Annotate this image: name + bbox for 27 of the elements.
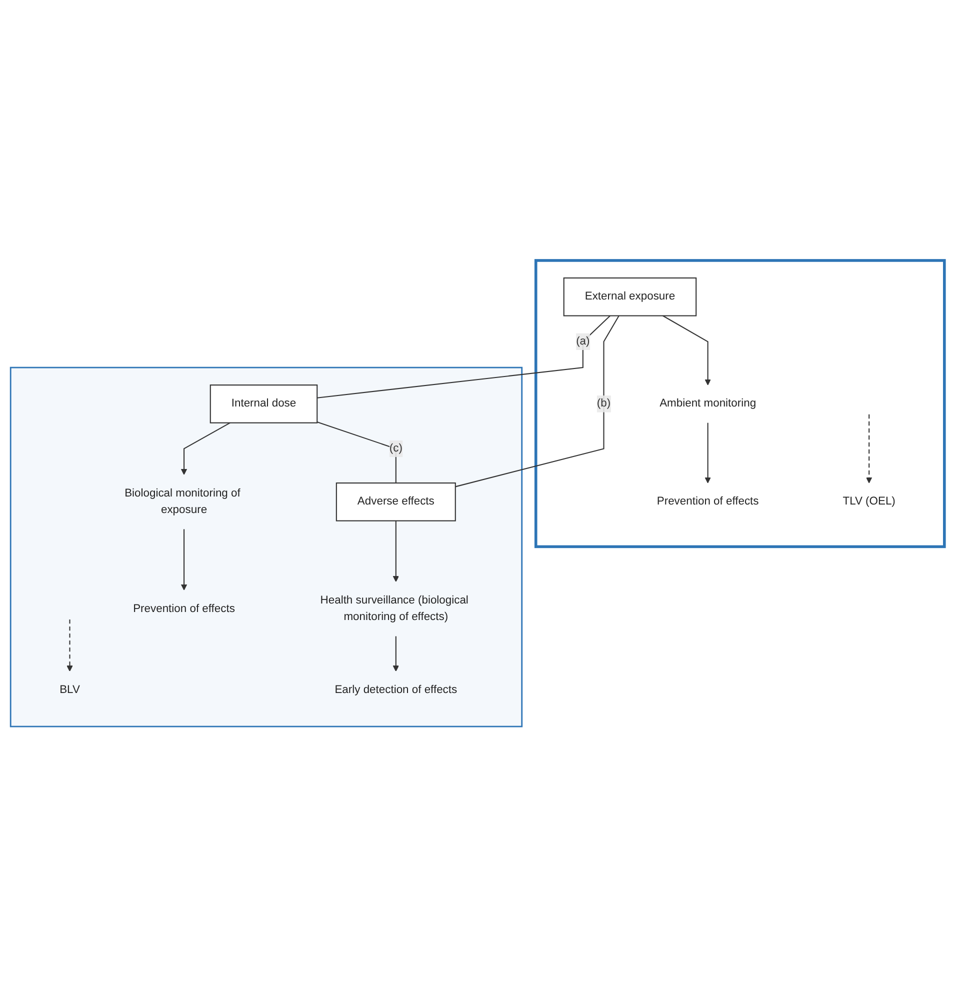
arrow (180, 529, 188, 590)
connector (317, 315, 610, 398)
node-box: External exposure (563, 277, 697, 316)
arrow (704, 422, 711, 484)
edge-label: (b) (596, 398, 611, 410)
node-text: Prevention of effects (133, 602, 235, 615)
arrow (180, 422, 230, 475)
arrow (662, 315, 711, 386)
cluster (534, 259, 946, 548)
node-text: BLV (60, 684, 80, 696)
node-text: Biological monitoring of exposure (124, 487, 240, 516)
node-box: Adverse effects (336, 482, 456, 522)
node-text: Prevention of effects (656, 496, 759, 508)
connector (455, 315, 620, 488)
arrow (392, 636, 399, 672)
node-text: Health surveillance (biological monitoring of effects) (320, 594, 468, 623)
arrow (66, 619, 73, 672)
cluster (10, 366, 523, 728)
node-text: Ambient monitoring (660, 398, 756, 410)
node-box: Internal dose (210, 384, 318, 424)
connector (316, 422, 396, 483)
arrow (866, 414, 872, 484)
arrow (392, 520, 399, 582)
edge-label: (a) (576, 335, 590, 348)
edge-label: (c) (389, 442, 402, 454)
node-text: Early detection of effects (334, 684, 458, 696)
node-text: TLV (OEL) (842, 496, 896, 508)
